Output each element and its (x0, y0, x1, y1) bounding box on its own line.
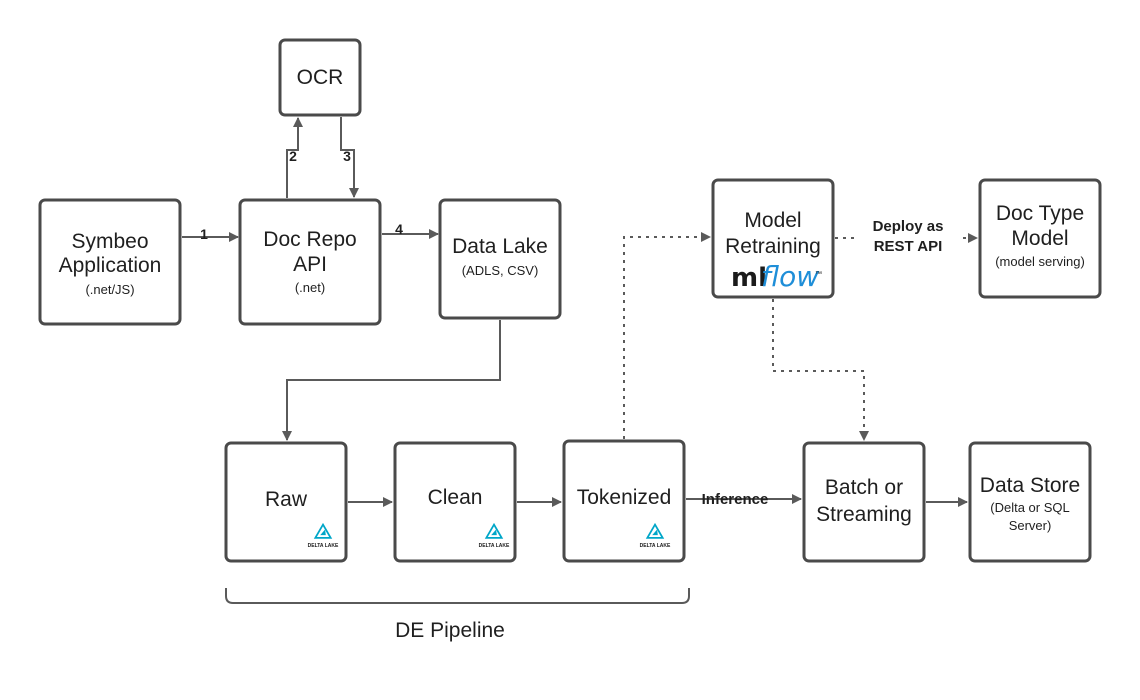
node-doc-type-model: Doc Type Model (model serving) (978, 178, 1102, 299)
mlflow-logo-flow: flow (761, 260, 819, 293)
deploy-label-line2: REST API (874, 238, 943, 255)
doc-repo-label-line2: API (293, 253, 327, 276)
clean-label: Clean (428, 486, 483, 509)
inference-label: Inference (702, 491, 769, 508)
node-clean: Clean DELTA LAKE (393, 441, 517, 563)
arrow-model-to-batch (772, 299, 869, 441)
data-lake-sub: (ADLS, CSV) (462, 263, 539, 278)
step-1-label: 1 (200, 226, 208, 242)
doc-type-model-line2: Model (1011, 227, 1068, 250)
delta-lake-logo-raw: DELTA LAKE (308, 523, 339, 549)
mlflow-logo: ml flow ™ (731, 260, 822, 293)
delta-lake-logo-tokenized: DELTA LAKE (640, 523, 671, 549)
arrow-docrepo-to-ocr (286, 117, 303, 198)
de-pipeline-label: DE Pipeline (395, 619, 505, 642)
arrow-datalake-to-raw (282, 320, 501, 441)
step-2-label: 2 (289, 148, 297, 164)
node-doc-repo-api: Doc Repo API (.net) (238, 198, 382, 326)
arrow-ocr-to-docrepo (340, 117, 359, 198)
tokenized-label: Tokenized (577, 486, 672, 509)
model-retraining-line1: Model (744, 209, 801, 232)
batch-line2: Streaming (816, 503, 912, 526)
doc-repo-sub: (.net) (295, 280, 325, 295)
node-data-store: Data Store (Delta or SQL Server) (968, 441, 1092, 563)
doc-repo-label-line1: Doc Repo (263, 228, 356, 251)
node-raw: Raw DELTA LAKE (224, 441, 348, 563)
delta-lake-logo-raw-text: DELTA LAKE (308, 543, 339, 549)
doc-type-model-line1: Doc Type (996, 202, 1084, 225)
data-store-sub2: Server) (1009, 518, 1052, 533)
model-retraining-line2: Retraining (725, 235, 821, 258)
deploy-label-bg (858, 212, 958, 262)
delta-lake-logo-tokenized-text: DELTA LAKE (640, 543, 671, 549)
symbeo-label-line1: Symbeo (71, 230, 148, 253)
batch-line1: Batch or (825, 476, 903, 499)
mlflow-logo-ml: ml (731, 263, 767, 293)
step-4-label: 4 (395, 221, 403, 237)
deploy-label-line1: Deploy as (873, 218, 944, 235)
node-batch-or-streaming: Batch or Streaming (802, 441, 926, 563)
arrow-tokenized-to-model (623, 232, 711, 439)
node-data-lake: Data Lake (ADLS, CSV) (438, 198, 562, 320)
ocr-label: OCR (297, 66, 344, 89)
data-store-sub1: (Delta or SQL (990, 500, 1069, 515)
de-pipeline-bracket (225, 588, 690, 604)
step-3-label: 3 (343, 148, 351, 164)
raw-label: Raw (265, 488, 308, 511)
delta-lake-logo-clean-text: DELTA LAKE (479, 543, 510, 549)
symbeo-sub: (.net/JS) (85, 282, 134, 297)
node-model-retraining: Model Retraining ml flow ™ (711, 178, 835, 299)
node-ocr: OCR (278, 38, 362, 117)
data-store-label: Data Store (980, 474, 1080, 497)
data-lake-label: Data Lake (452, 235, 548, 258)
delta-lake-logo-clean: DELTA LAKE (479, 523, 510, 549)
doc-type-model-sub: (model serving) (995, 254, 1085, 269)
mlflow-logo-tm: ™ (815, 271, 822, 278)
node-symbeo-application: Symbeo Application (.net/JS) (38, 198, 182, 326)
symbeo-label-line2: Application (59, 254, 162, 277)
node-tokenized: Tokenized DELTA LAKE (562, 439, 686, 563)
